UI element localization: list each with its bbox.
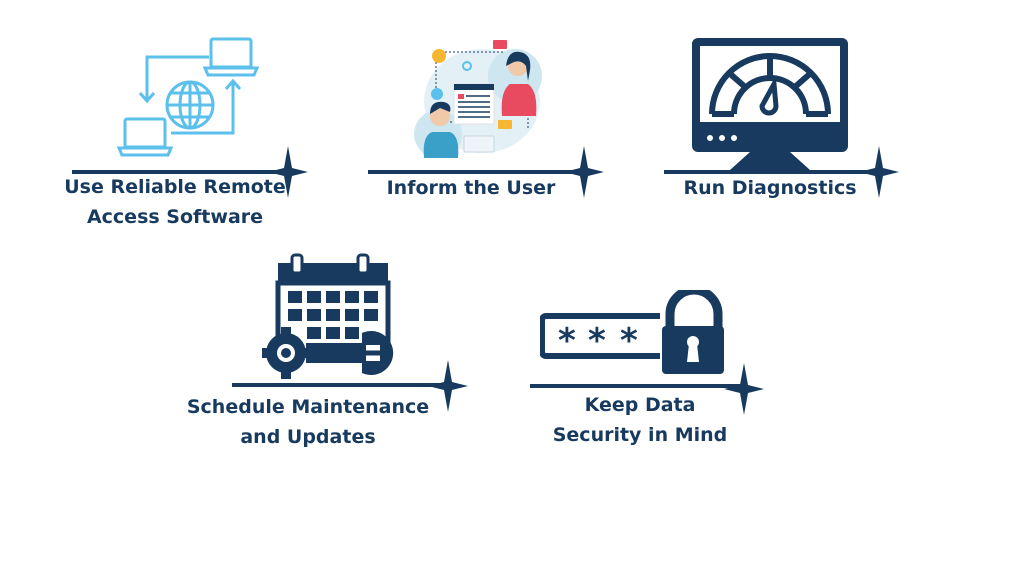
sparkle-star-icon [428, 360, 468, 412]
svg-text:*: * [588, 321, 606, 361]
svg-text:*: * [558, 321, 576, 361]
svg-text:*: * [620, 321, 638, 361]
divider-line [232, 383, 447, 387]
divider-line [664, 170, 879, 174]
divider-line [530, 384, 745, 388]
password-asterisks: * * * [558, 321, 638, 361]
support-communication-icon [414, 40, 542, 158]
remote-access-icon [116, 37, 260, 157]
password-lock-icon: * * * [540, 290, 724, 374]
sparkle-star-icon [564, 146, 604, 198]
label-line-1: Keep Data [584, 394, 696, 416]
monitor-gauge-icon [692, 38, 848, 170]
step-label: Use Reliable Remote Access Software [40, 172, 310, 232]
sparkle-star-icon [724, 363, 764, 415]
label-line-2: Security in Mind [552, 424, 728, 446]
label-line-2: Access Software [86, 206, 264, 228]
step-label: Inform the User [356, 173, 586, 203]
label-line-1: Schedule Maintenance [186, 396, 430, 418]
label-line-1: Inform the User [386, 177, 556, 199]
sparkle-star-icon [859, 146, 899, 198]
step-label: Keep Data Security in Mind [525, 390, 755, 450]
step-label: Run Diagnostics [650, 173, 890, 203]
label-line-1: Run Diagnostics [683, 177, 857, 199]
label-line-2: and Updates [240, 426, 376, 448]
step-label: Schedule Maintenance and Updates [178, 392, 438, 452]
divider-line [368, 170, 583, 174]
label-line-1: Use Reliable Remote [64, 176, 286, 198]
sparkle-star-icon [268, 146, 308, 198]
calendar-grid [288, 291, 378, 339]
calendar-maintenance-icon [262, 253, 394, 379]
divider-line [72, 170, 287, 174]
